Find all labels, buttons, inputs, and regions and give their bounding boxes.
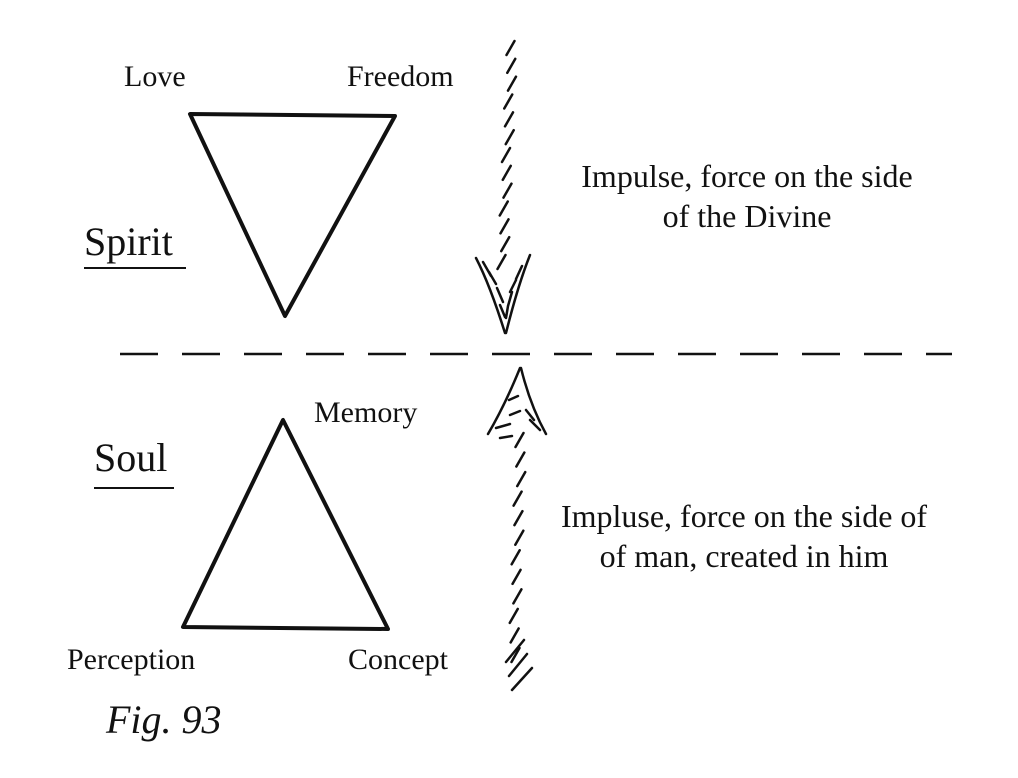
vertex-label-love: Love: [124, 60, 186, 93]
hatch-mark: [511, 568, 522, 586]
downward-force-arrow: [474, 39, 532, 335]
vertex-label-freedom: Freedom: [347, 60, 454, 93]
hatch-mark: [512, 588, 523, 605]
section-label-soul: Soul: [94, 435, 168, 480]
hatch-mark: [502, 182, 513, 199]
vertex-label-perception: Perception: [67, 643, 196, 676]
soul-triangle: [181, 418, 390, 631]
soul-underline: [94, 487, 174, 489]
hatch-mark: [498, 200, 509, 217]
hatch-mark: [514, 431, 525, 449]
hatch-mark: [500, 235, 511, 253]
vertex-label-memory: Memory: [314, 396, 418, 429]
soul-description-line-1: Impluse, force on the side of: [560, 498, 928, 534]
hatch-mark: [506, 75, 518, 92]
hatch-mark: [505, 39, 516, 57]
hatch-mark: [496, 253, 507, 271]
spirit-underline: [84, 267, 186, 269]
spirit-description-line-1: Impulse, force on the side: [581, 158, 913, 194]
hatch-mark: [515, 470, 527, 488]
spirit-triangle: [188, 112, 397, 318]
hatch-mark: [503, 111, 515, 128]
soul-description: Impluse, force on the side of of man, cr…: [534, 496, 954, 576]
hatch-mark: [510, 646, 521, 664]
hatch-mark: [503, 93, 514, 110]
hatch-mark: [509, 627, 520, 644]
vertex-label-concept: Concept: [348, 643, 448, 676]
upward-force-arrow: [486, 366, 548, 692]
hatch-mark: [512, 490, 523, 507]
hatch-mark: [506, 57, 517, 75]
section-label-spirit: Spirit: [84, 219, 173, 264]
hatch-mark: [513, 509, 524, 527]
spirit-description-line-2: of the Divine: [662, 198, 832, 234]
hatch-mark: [504, 128, 515, 146]
figure-caption: Fig. 93: [106, 697, 222, 742]
hatch-mark: [510, 549, 521, 566]
hatch-mark: [501, 164, 512, 182]
hatch-mark: [499, 218, 510, 235]
soul-description-line-2: of man, created in him: [599, 538, 889, 574]
spirit-description: Impulse, force on the side of the Divine: [552, 156, 942, 236]
hatch-mark: [508, 607, 520, 625]
hatch-mark: [500, 146, 512, 164]
hatch-mark: [514, 529, 525, 546]
hatch-mark: [515, 451, 526, 468]
